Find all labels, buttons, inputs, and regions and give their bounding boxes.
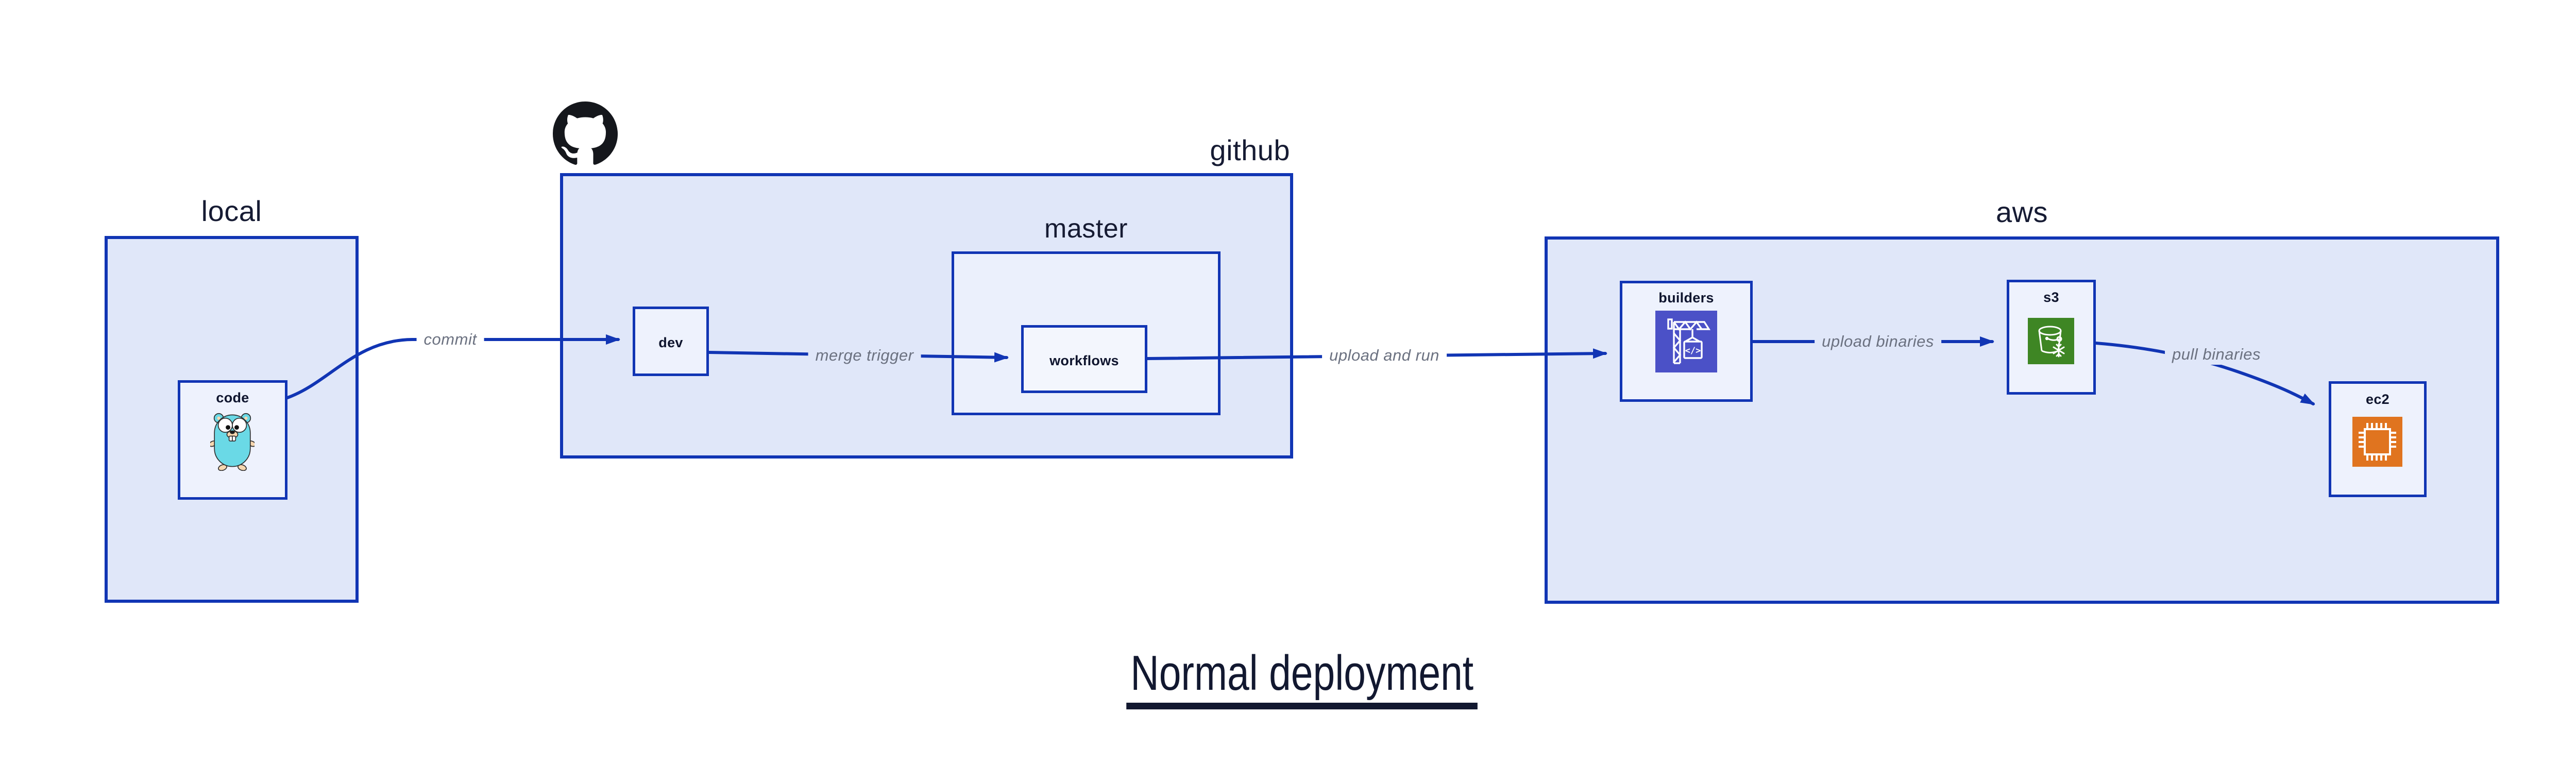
github-group-label: github xyxy=(1210,134,1290,166)
diagram-title: Normal deployment xyxy=(1126,645,1478,709)
aws-s3-glacier-icon xyxy=(2028,318,2074,364)
aws-group-label: aws xyxy=(1995,196,2048,228)
s3-node-label: s3 xyxy=(2043,290,2059,305)
local-group-label: local xyxy=(201,195,262,227)
ec2-node-label: ec2 xyxy=(2366,392,2389,407)
dev-node-label: dev xyxy=(658,335,683,350)
edge-label-commit: commit xyxy=(416,329,484,350)
go-gopher-icon xyxy=(210,413,255,471)
edge-label-upload-binaries: upload binaries xyxy=(1815,331,1941,352)
aws-ec2-icon xyxy=(2352,417,2402,467)
edge-label-pull-binaries: pull binaries xyxy=(2165,344,2268,365)
edge-label-upload-and-run: upload and run xyxy=(1322,345,1447,366)
workflows-node-label: workflows xyxy=(1049,353,1119,368)
workflows-node-box: workflows xyxy=(1021,325,1147,393)
dev-node-box: dev xyxy=(633,307,709,376)
aws-codebuild-icon: </> xyxy=(1655,311,1717,372)
edge-label-merge-trigger: merge trigger xyxy=(808,345,921,366)
svg-text:</>: </> xyxy=(1685,346,1701,356)
builders-node-label: builders xyxy=(1658,290,1714,305)
diagram-title-wrap: Normal deployment xyxy=(0,645,2576,709)
master-group-label: master xyxy=(1044,214,1128,244)
code-node-label: code xyxy=(216,390,249,405)
github-octocat-icon xyxy=(553,101,618,165)
